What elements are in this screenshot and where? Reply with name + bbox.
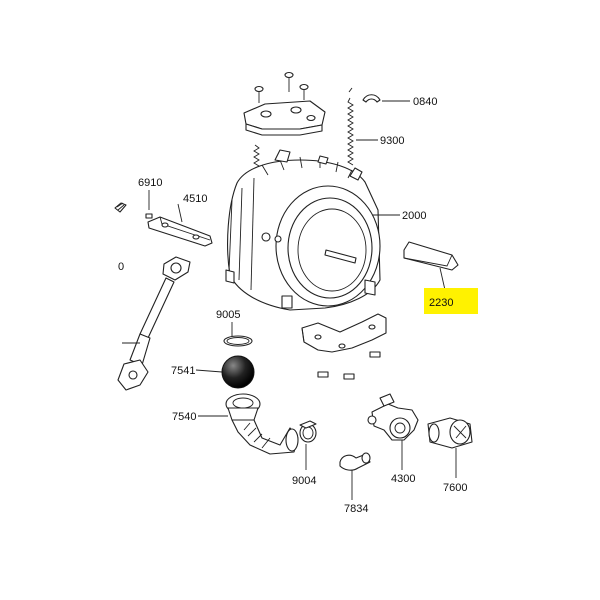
clip-part[interactable] bbox=[362, 94, 381, 103]
small-screw[interactable] bbox=[145, 213, 153, 219]
label-7540: 7540 bbox=[172, 411, 196, 423]
ring-9005[interactable] bbox=[223, 335, 253, 347]
top-bracket[interactable] bbox=[243, 100, 326, 136]
ball-7541[interactable] bbox=[221, 355, 255, 389]
label-6910: 6910 bbox=[138, 177, 162, 189]
washer-tub[interactable] bbox=[225, 149, 381, 311]
shock-absorber[interactable] bbox=[117, 256, 191, 391]
bracket-screws[interactable] bbox=[317, 351, 381, 380]
label-7834: 7834 bbox=[344, 503, 368, 515]
label-0840: 0840 bbox=[413, 96, 437, 108]
highlight-box bbox=[424, 288, 478, 314]
label-9004: 9004 bbox=[292, 475, 316, 487]
label-2000: 2000 bbox=[402, 210, 426, 222]
filter-7600[interactable] bbox=[427, 417, 473, 449]
lower-bracket[interactable] bbox=[301, 313, 387, 353]
hose-7540[interactable] bbox=[225, 393, 299, 455]
label-7600: 7600 bbox=[443, 482, 467, 494]
part-6910[interactable] bbox=[114, 202, 127, 213]
label-9300: 9300 bbox=[380, 135, 404, 147]
clamp-9004[interactable] bbox=[299, 420, 317, 443]
hose-7834[interactable] bbox=[339, 452, 371, 471]
label-0: 0 bbox=[118, 261, 124, 273]
label-9005: 9005 bbox=[216, 309, 240, 321]
part-2230-wedge[interactable] bbox=[403, 241, 459, 271]
label-4510: 4510 bbox=[183, 193, 207, 205]
top-screws[interactable] bbox=[254, 71, 309, 104]
part-4510-bar[interactable] bbox=[147, 216, 213, 247]
label-4300: 4300 bbox=[391, 473, 415, 485]
label-7541: 7541 bbox=[171, 365, 195, 377]
pump-4300[interactable] bbox=[367, 393, 419, 441]
label-2230: 2230 bbox=[429, 297, 453, 309]
